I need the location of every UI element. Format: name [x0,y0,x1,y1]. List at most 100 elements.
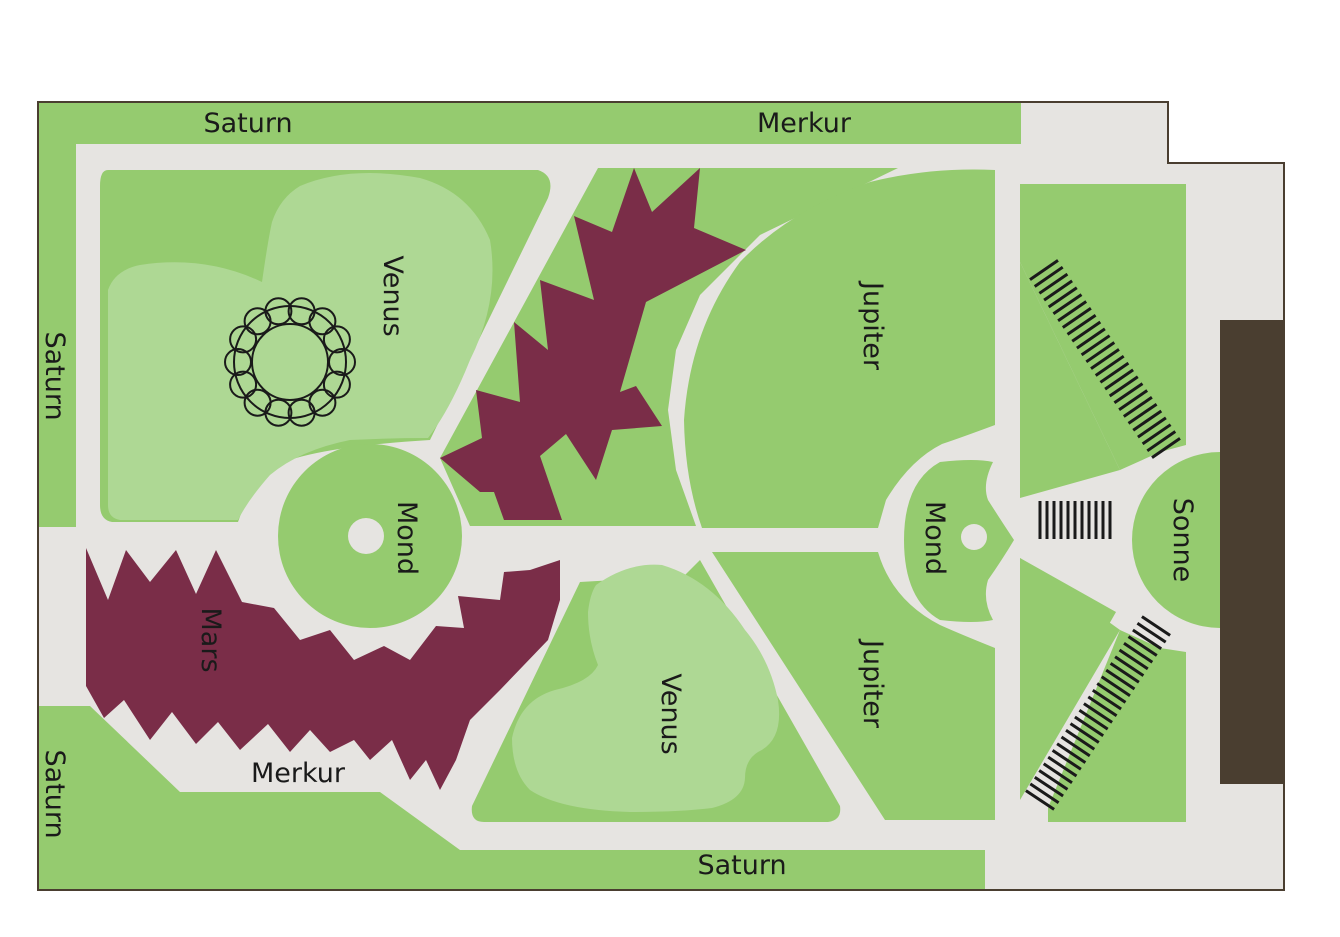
stair-step [1114,655,1145,677]
stair-step [1091,688,1122,711]
label-mond-left: Mond [391,501,422,575]
stair-step [1132,628,1163,651]
stair-step [1141,423,1172,446]
stair-step [1051,749,1082,771]
site-border [37,101,1285,891]
stair-step [1141,615,1171,637]
stair-step [1118,648,1149,671]
stair-step [1066,313,1097,336]
stair-step [1122,396,1153,418]
label-mars: Mars [195,607,226,672]
stair-step [1087,695,1118,717]
label-venus-lower: Venus [655,673,686,754]
sonne-lower-strip [1020,558,1116,780]
stair-step [1127,635,1158,657]
mond-right-circle [904,460,1014,622]
sonne-upper-lawn [1020,184,1186,470]
stair-step [1105,668,1136,691]
ornament-loop [308,307,337,336]
jupiter-lower-lawn [712,552,995,820]
stairs-upper-icon [1029,259,1181,459]
jupiter-upper-lawn [684,169,995,528]
mars-bed-upper [440,168,746,520]
stairs-middle-icon [1038,501,1112,539]
stair-step [1127,402,1158,425]
stair-step [1065,729,1096,751]
stair-step [1099,361,1130,384]
label-saturn-top: Saturn [203,108,292,139]
label-merkur-bottom: Merkur [251,758,346,789]
ornament-loop [229,370,258,399]
stair-step [1043,279,1073,302]
stair-step [1076,327,1106,350]
ornament-loops [224,297,356,427]
stair-step [1078,709,1109,731]
saturn-bed-top [38,102,1021,144]
stair-step [1096,682,1127,704]
ornament-loop [322,325,351,354]
sonne-circle [1132,452,1220,628]
stair-step [1052,293,1083,316]
ornament-loop [287,398,316,427]
stair-step [1038,769,1069,791]
stair-step [1094,354,1125,377]
stair-step [1132,409,1163,432]
ornament-loop [322,370,351,399]
stair-step [1042,762,1073,784]
stair-step [1104,368,1134,391]
label-saturn-bottom: Saturn [697,850,786,881]
stair-step [1085,341,1116,364]
ornament-loop [264,297,293,326]
label-jupiter-upper: Jupiter [857,280,888,371]
stair-step [1033,775,1064,798]
label-saturn-left-lower: Saturn [39,749,70,838]
building [1220,320,1284,784]
stair-step [1083,702,1113,724]
stair-step [1146,430,1177,453]
stair-step [1029,782,1060,804]
venus-bed-upper [108,173,493,520]
stair-step [1060,735,1091,758]
stair-step [1038,272,1069,295]
stair-step [1080,334,1111,357]
stair-step [1025,789,1055,811]
label-saturn-left-upper: Saturn [39,331,70,420]
stair-step [1123,642,1154,664]
mond-right-center [961,524,987,550]
ornament-loop [229,325,258,354]
stair-step [1136,622,1167,644]
ornament-loop [243,388,272,417]
label-mond-right: Mond [919,501,950,575]
stair-step [1100,675,1131,697]
stair-step [1061,307,1092,329]
stair-step [1118,389,1149,411]
venus-bed-lower [512,564,780,812]
mars-bed-lower [86,548,560,790]
ornament-loop [328,348,356,376]
stair-step [1056,742,1087,764]
stairs-lower-icon [1025,615,1171,811]
mond-left-center [348,518,384,554]
label-merkur-top: Merkur [757,108,852,139]
saturn-bed-left [38,102,76,527]
stair-step [1151,437,1181,459]
stair-step [1047,755,1078,778]
stair-step [1033,265,1064,288]
label-sonne: Sonne [1167,498,1198,583]
ornament-loop [224,348,252,376]
stair-step [1029,259,1059,281]
stair-step [1108,375,1139,398]
stair-step [1057,300,1088,322]
stair-step [1113,382,1144,405]
stair-step [1069,722,1100,744]
stair-step [1109,662,1140,684]
stair-step [1137,416,1167,439]
sonne-upper-strip [1020,262,1120,498]
label-jupiter-lower: Jupiter [857,638,888,729]
stair-step [1090,348,1120,370]
stair-step [1047,286,1078,309]
stair-step [1074,715,1105,738]
saturn-bed-bottom [38,706,985,890]
label-venus-upper: Venus [377,255,408,336]
